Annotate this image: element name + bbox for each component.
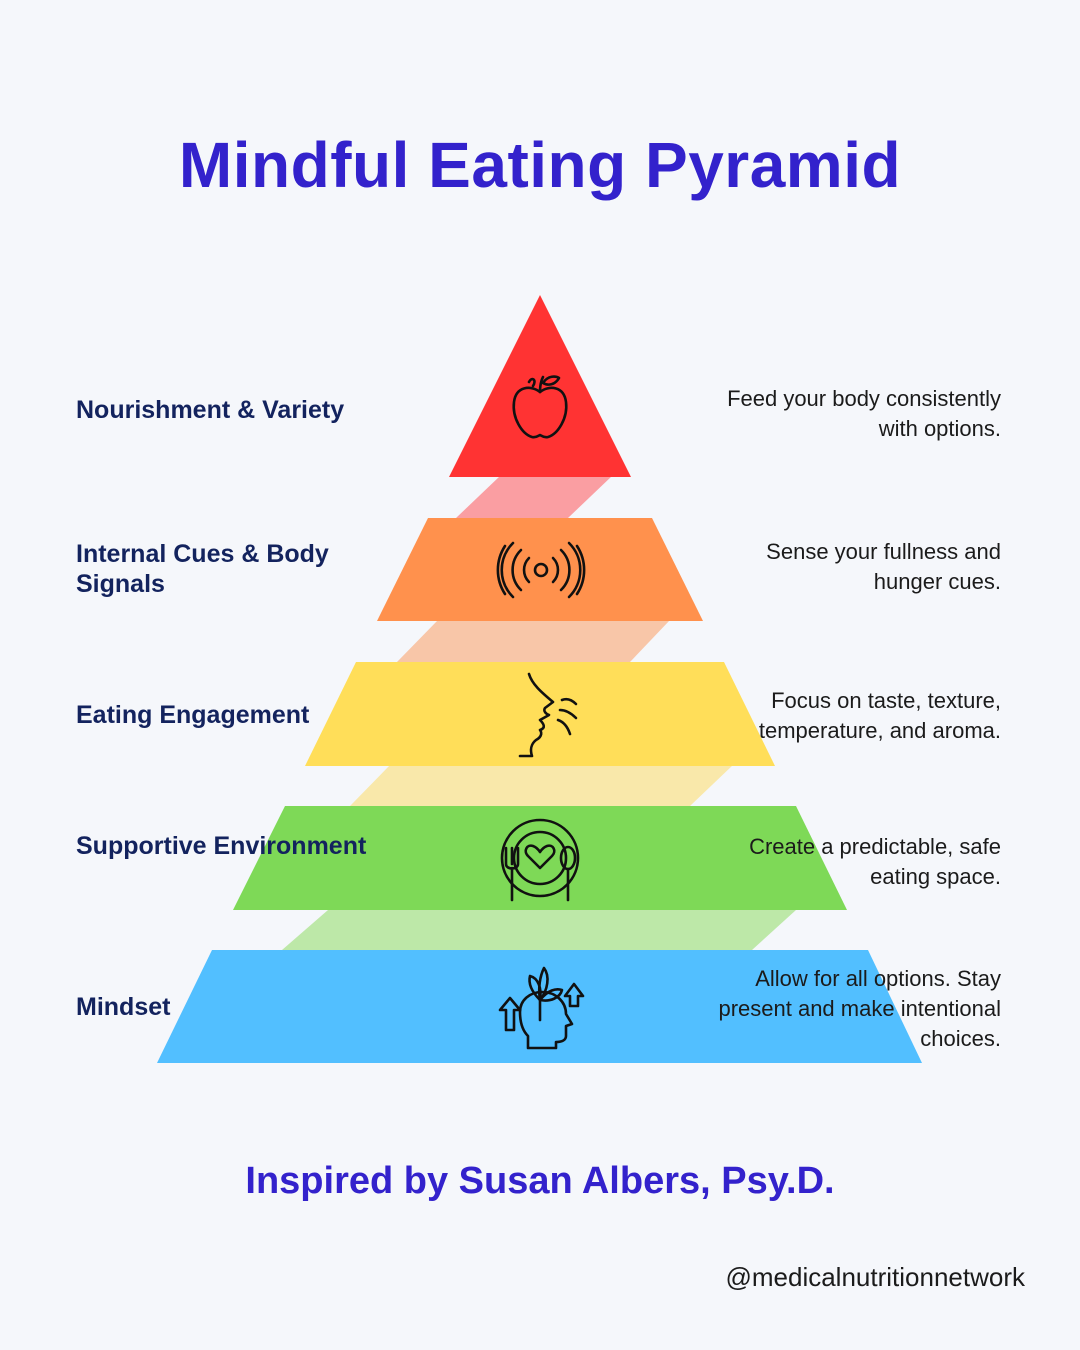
- level-1-description: Feed your body consistently with options…: [727, 386, 1001, 441]
- connector-3: [350, 765, 733, 806]
- apple-icon: [512, 375, 568, 439]
- level-1-label: Nourishment & Variety: [76, 396, 345, 424]
- attribution-footer: Inspired by Susan Albers, Psy.D.: [245, 1160, 835, 1202]
- connector-4: [282, 910, 796, 950]
- level-5-label: Mindset: [76, 993, 171, 1021]
- pyramid-level-3: [305, 662, 775, 766]
- vibration-signal-icon: [496, 541, 586, 599]
- connector-2: [397, 620, 670, 662]
- plate-fork-spoon-heart-icon: [500, 818, 580, 902]
- page-title: Mindful Eating Pyramid: [178, 129, 902, 201]
- social-handle: @medicalnutritionnetwork: [725, 1262, 1025, 1292]
- level-2-description: Sense your fullness and hunger cues.: [766, 539, 1001, 594]
- connector-1: [456, 476, 612, 518]
- pyramid-level-2: [377, 518, 703, 621]
- level-2-label: Internal Cues & Body Signals: [76, 540, 329, 598]
- level-5-description: Allow for all options. Stay present and …: [718, 966, 1001, 1051]
- level-3-description: Focus on taste, texture, temperature, an…: [758, 688, 1001, 743]
- level-4-description: Create a predictable, safe eating space.: [749, 834, 1001, 889]
- level-3-label: Eating Engagement: [76, 701, 310, 729]
- head-growth-icon: [498, 966, 585, 1050]
- face-smelling-icon: [518, 672, 578, 758]
- pyramid-level-4: [233, 806, 847, 910]
- level-4-label: Supportive Environment: [76, 832, 367, 860]
